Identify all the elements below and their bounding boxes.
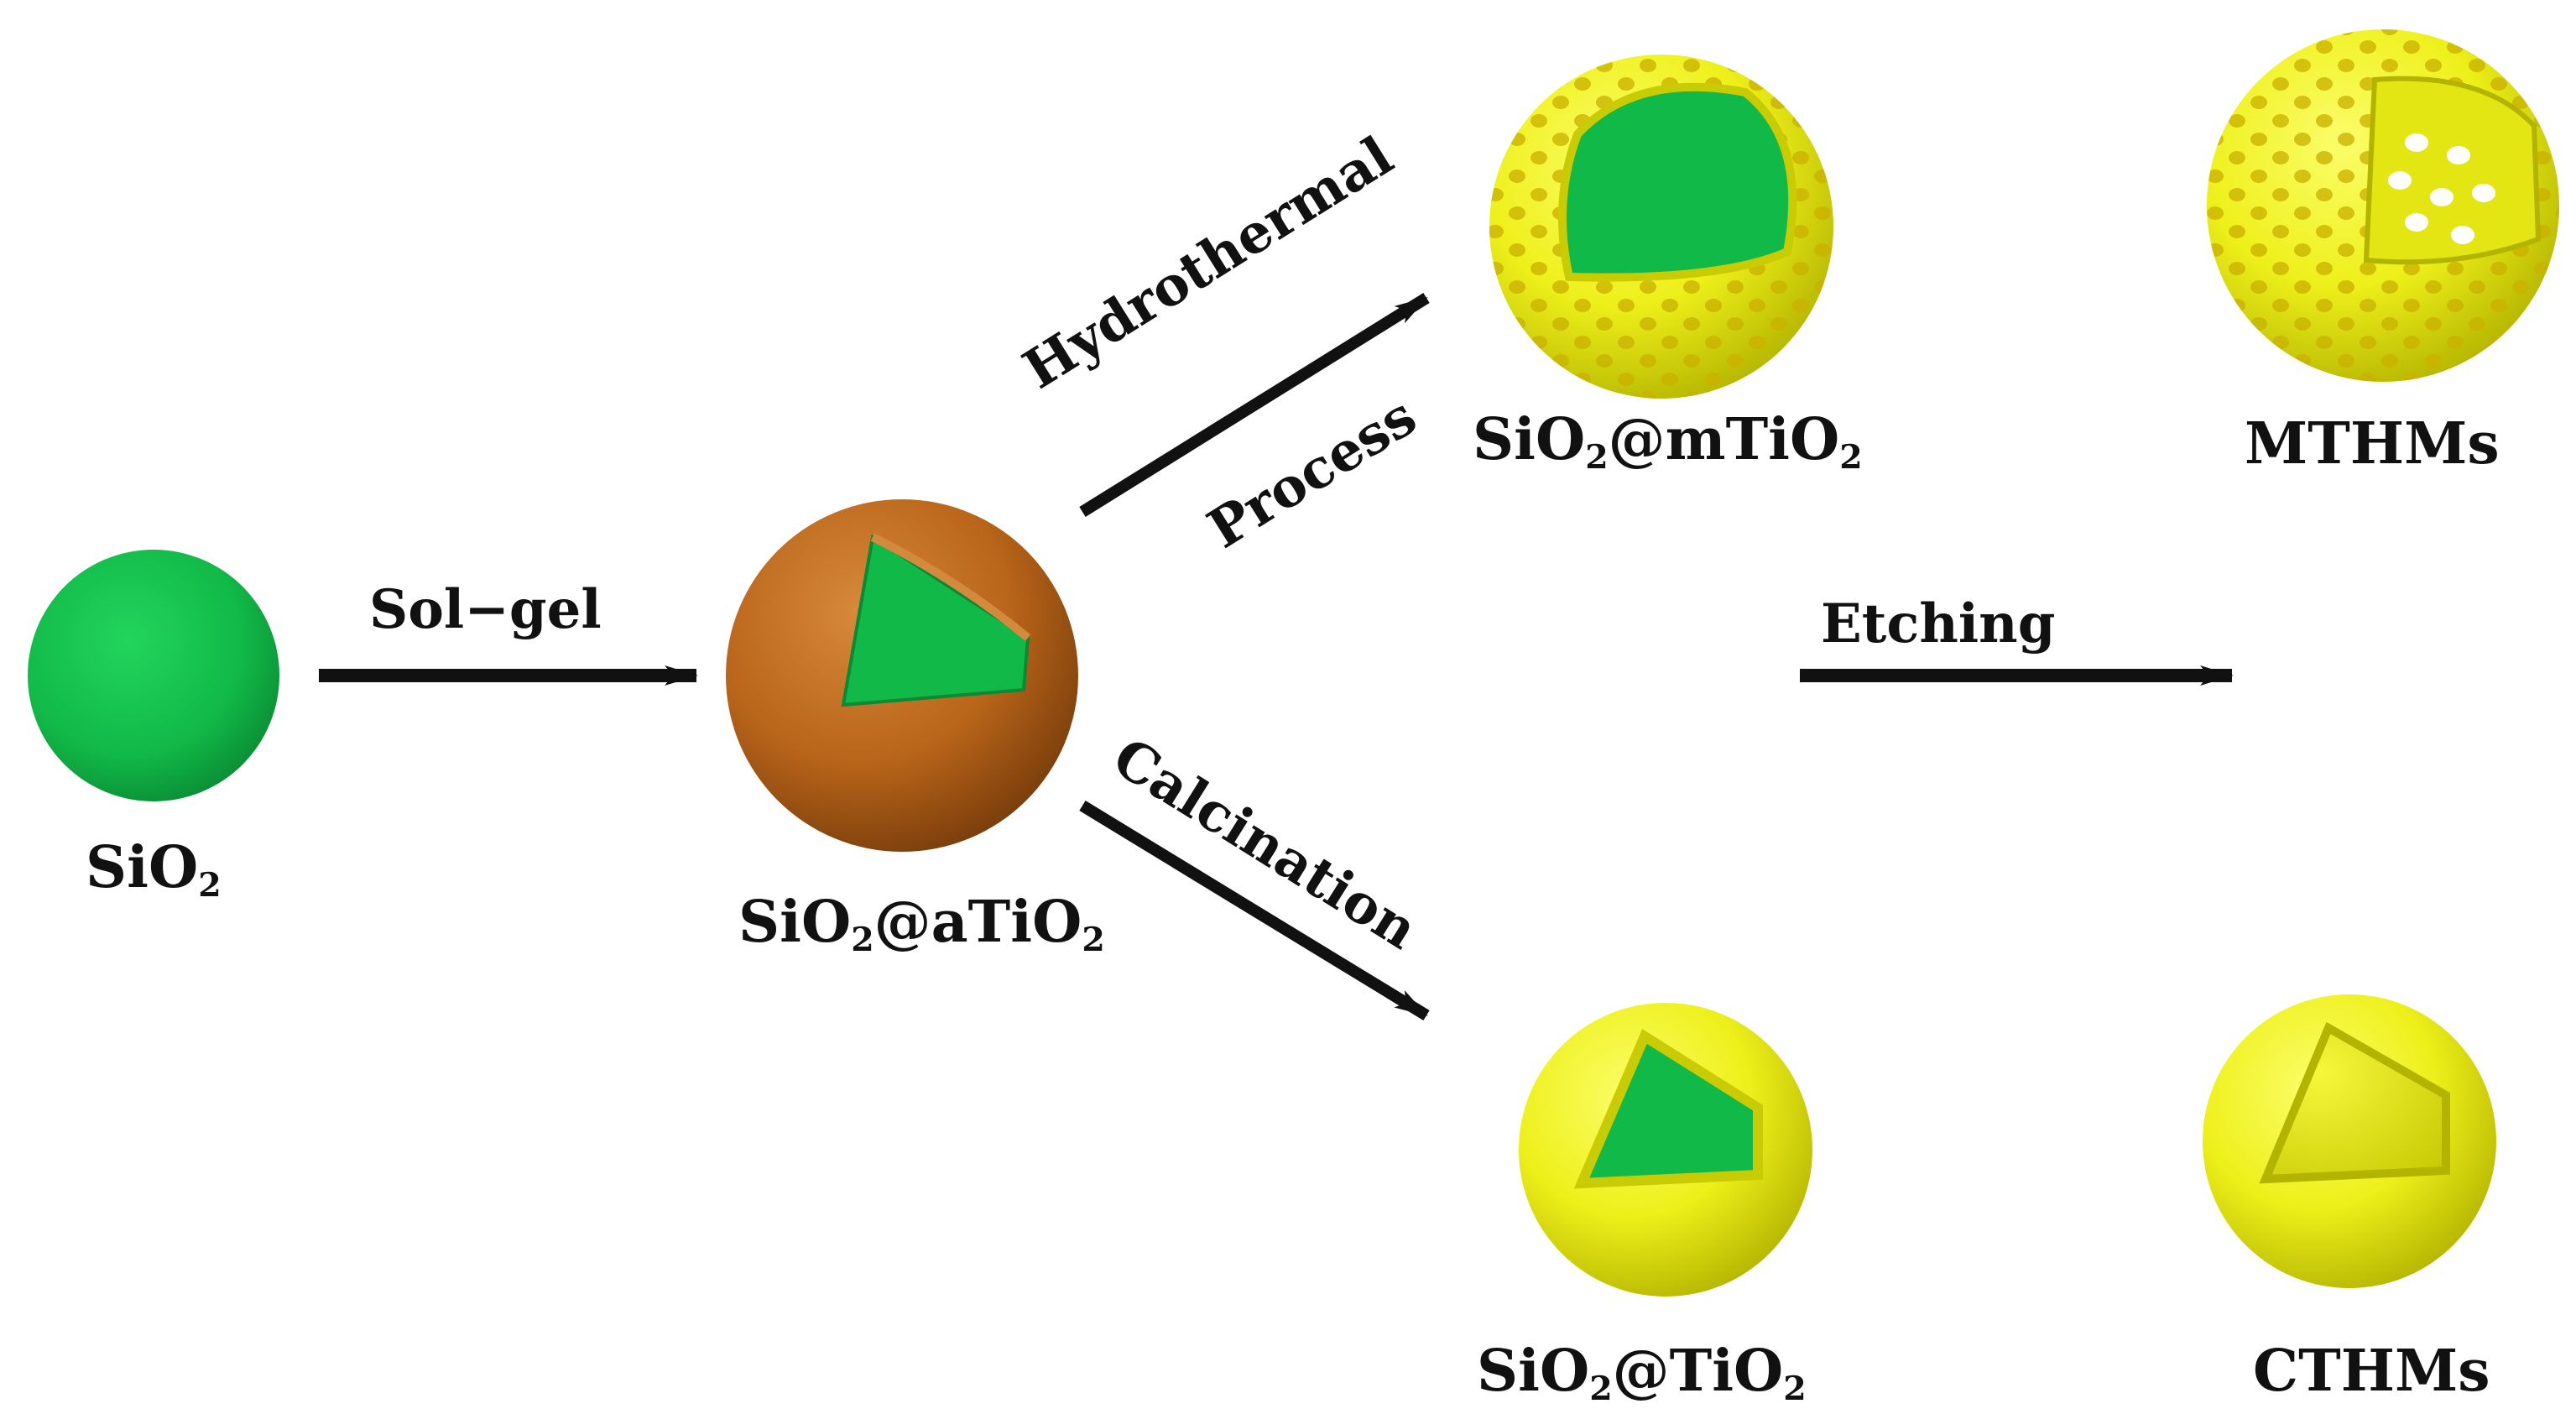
sio2-atio2-particle xyxy=(726,499,1078,852)
label-sio2-tio2: SiO2@TiO2 xyxy=(1477,1338,1807,1409)
mthms-particle xyxy=(2207,29,2559,382)
label-mthms: MTHMs xyxy=(2245,410,2500,477)
cthms-particle xyxy=(2203,994,2496,1288)
hydrothermal-arrow xyxy=(1079,293,1430,517)
sio2-tio2-particle xyxy=(1519,1003,1812,1297)
sio2-mtio2-particle xyxy=(1489,55,1833,399)
label-cthms: CTHMs xyxy=(2253,1338,2490,1405)
label-sio2: SiO2 xyxy=(86,834,222,905)
label-sio2-mtio2: SiO2@mTiO2 xyxy=(1473,406,1863,477)
label-etching: Etching xyxy=(1821,592,2056,655)
sio2-particle xyxy=(28,550,279,801)
label-sol-gel: Sol−gel xyxy=(369,578,602,641)
calcination-arrow xyxy=(1079,801,1430,1020)
label-sio2-atio2: SiO2@aTiO2 xyxy=(738,889,1105,960)
